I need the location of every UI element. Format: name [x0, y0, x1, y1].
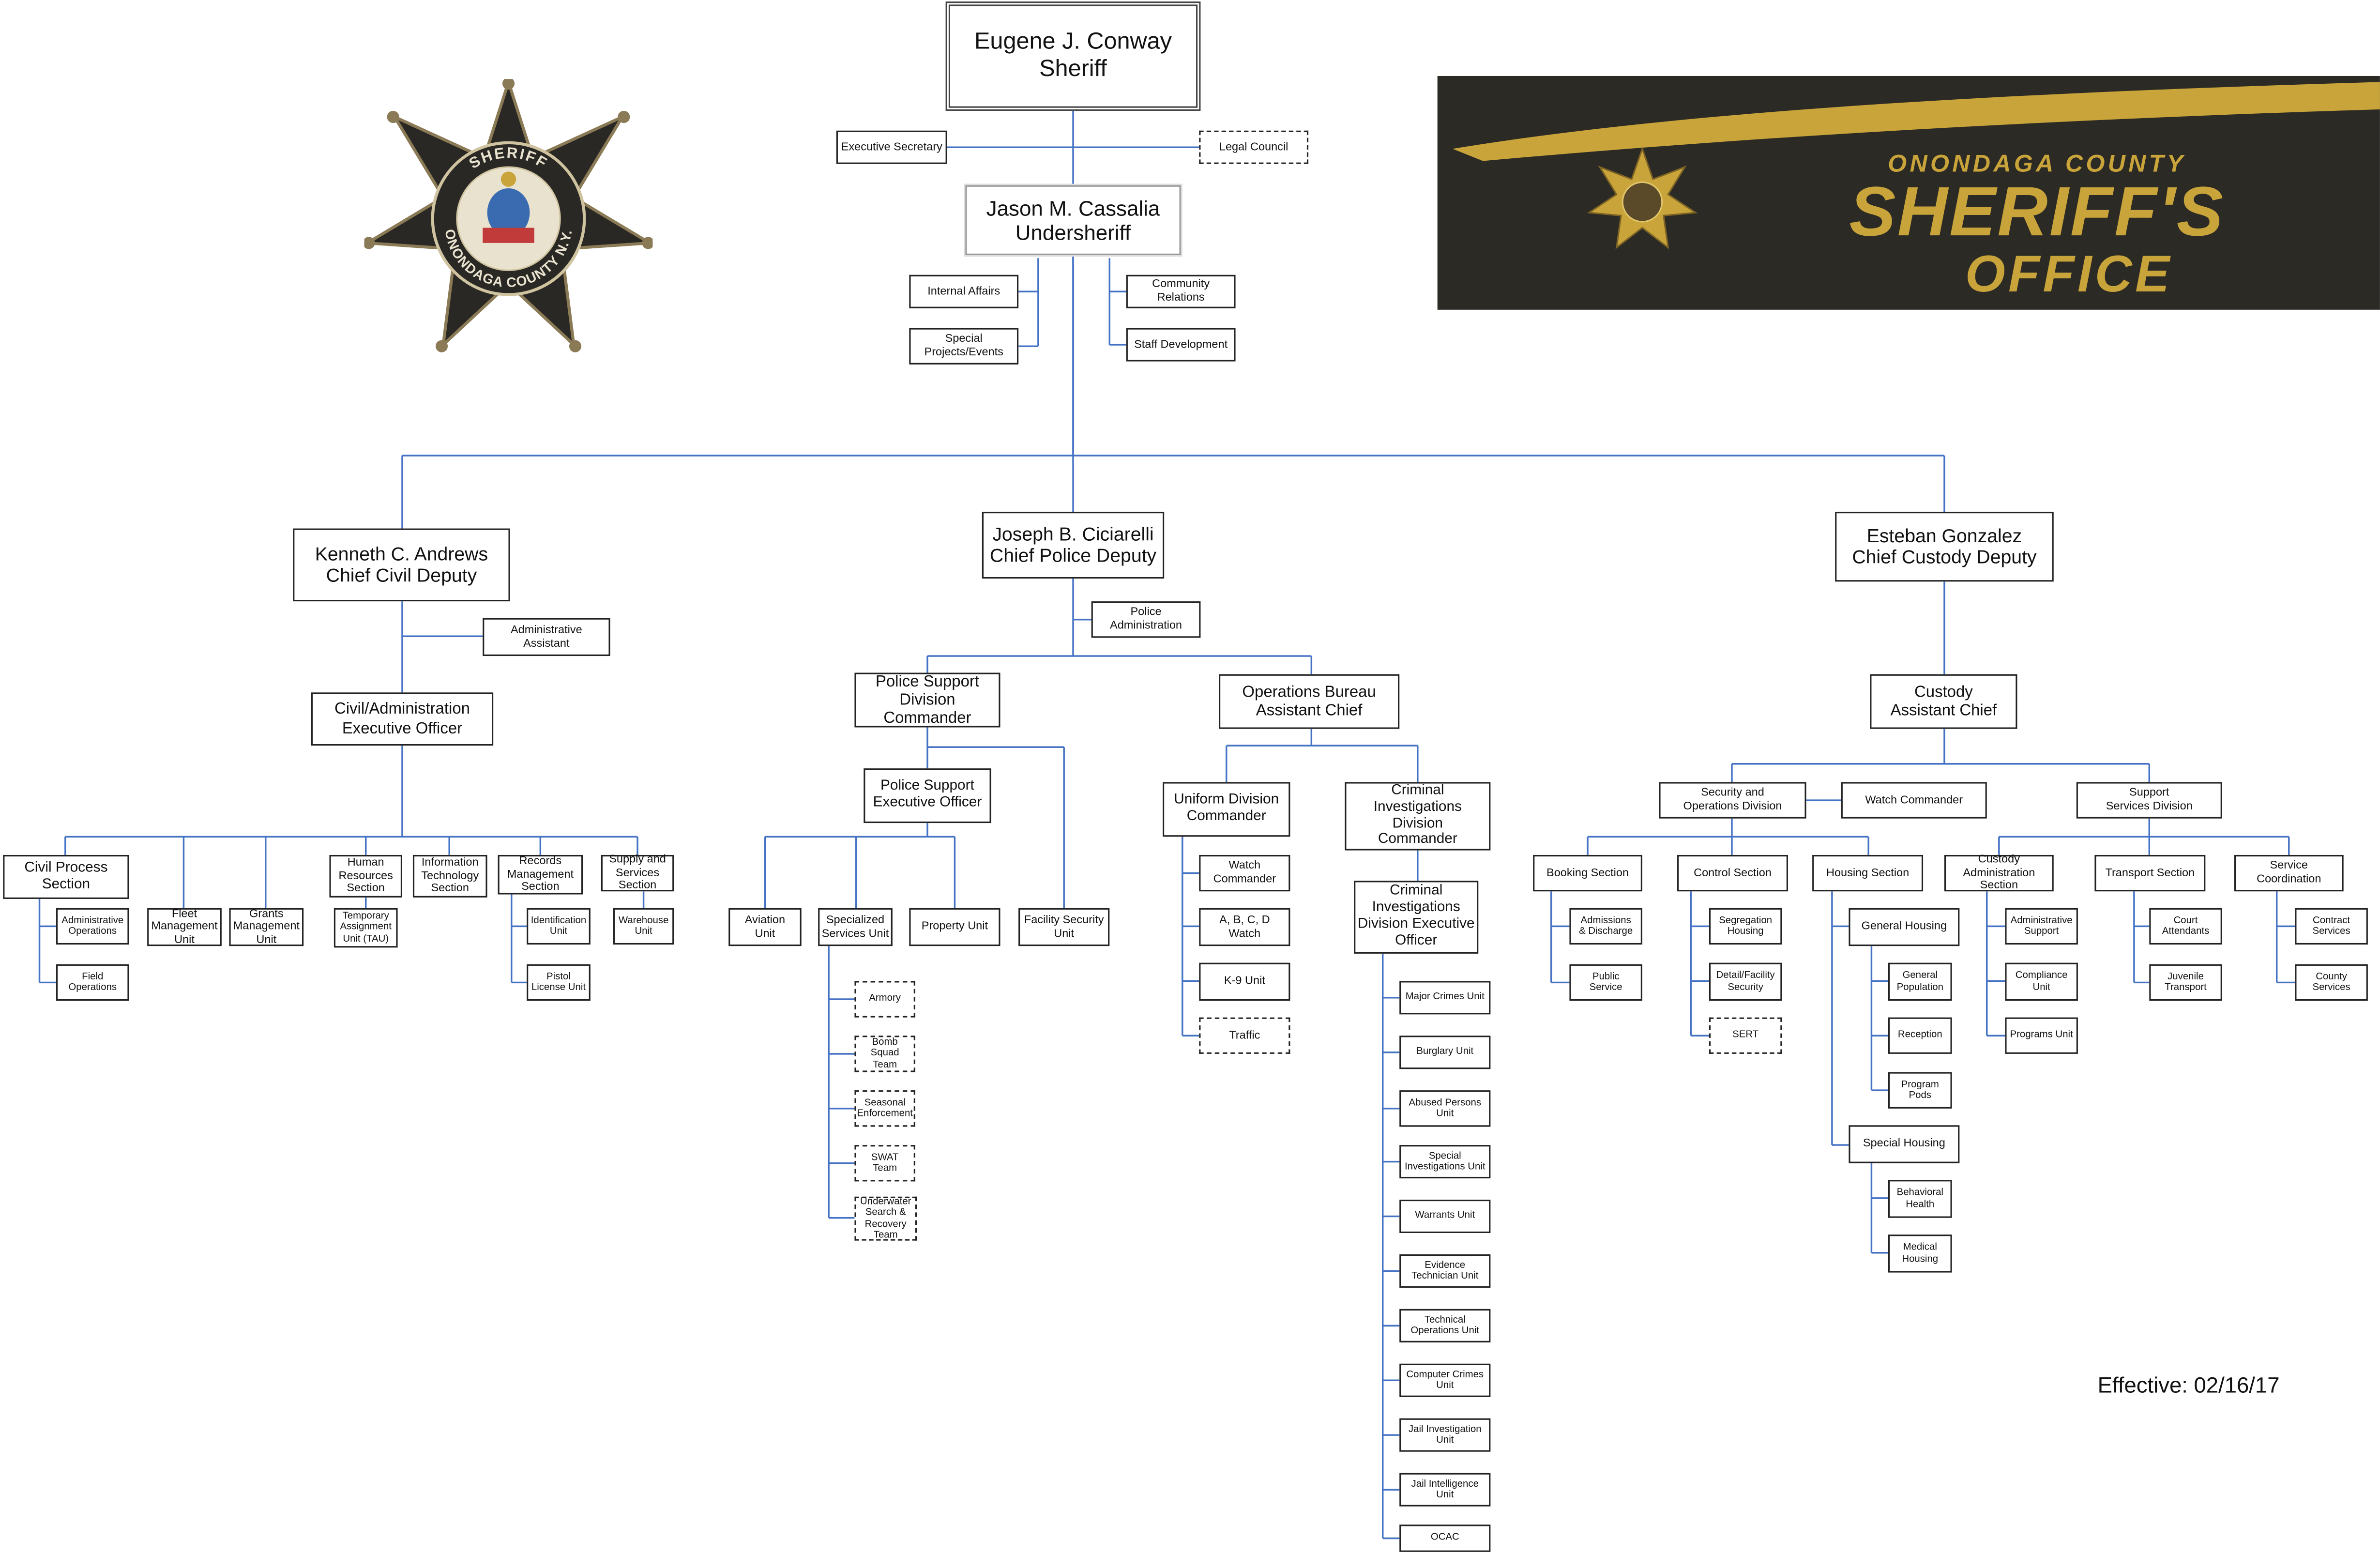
operations-bureau-box: Operations Bureau Assistant Chief	[1219, 674, 1400, 729]
banner-line2: SHERIFF'S	[1849, 172, 2225, 250]
underwater-search-box: Underwater Search & Recovery Team	[854, 1196, 917, 1241]
bomb-squad-box: Bomb Squad Team	[854, 1036, 915, 1072]
chief-custody-deputy-box: Esteban Gonzalez Chief Custody Deputy	[1835, 512, 2054, 582]
administrative-support-box: Administrative Support	[2005, 908, 2078, 945]
control-section-box: Control Section	[1677, 854, 1788, 892]
abcd-watch-box: A, B, C, D Watch	[1199, 908, 1290, 946]
administrative-operations-box: Administrative Operations	[56, 908, 129, 945]
programs-unit-box: Programs Unit	[2005, 1017, 2078, 1054]
major-crimes-unit-box: Major Crimes Unit	[1399, 981, 1491, 1015]
civil-process-section-box: Civil Process Section	[3, 854, 129, 899]
uniform-division-commander-box: Uniform Division Commander	[1163, 782, 1290, 837]
medical-housing-box: Medical Housing	[1888, 1235, 1952, 1273]
security-operations-division-box: Security and Operations Division	[1659, 782, 1806, 819]
chief-police-deputy-box: Joseph B. Ciciarelli Chief Police Deputy	[982, 512, 1165, 579]
supply-services-section-box: Supply and Services Section	[601, 852, 674, 892]
banner-line1: ONONDAGA COUNTY	[1888, 150, 2186, 177]
housing-section-box: Housing Section	[1812, 854, 1924, 892]
criminal-investigations-commander-box: Criminal Investigations Division Command…	[1345, 781, 1491, 851]
court-attendants-box: Court Attendants	[2149, 908, 2222, 945]
warehouse-unit-box: Warehouse Unit	[613, 908, 674, 945]
admissions-discharge-box: Admissions & Discharge	[1569, 908, 1642, 945]
behavioral-health-box: Behavioral Health	[1888, 1180, 1952, 1218]
jail-investigation-unit-box: Jail Investigation Unit	[1399, 1418, 1491, 1452]
sheriffs-office-banner: ONONDAGA COUNTY SHERIFF'S OFFICE	[1437, 76, 2380, 310]
undersheriff-box: Jason M. Cassalia Undersheriff	[965, 185, 1181, 255]
civil-executive-officer-box: Civil/Administration Executive Officer	[311, 692, 494, 746]
property-unit-box: Property Unit	[909, 908, 1001, 946]
legal-council-box: Legal Council	[1199, 130, 1309, 164]
records-management-section-box: Records Management Section	[498, 854, 583, 895]
public-service-box: Public Service	[1569, 964, 1642, 1001]
abused-persons-unit-box: Abused Persons Unit	[1399, 1090, 1491, 1127]
facility-security-unit-box: Facility Security Unit	[1018, 908, 1110, 946]
grants-management-unit-box: Grants Management Unit	[229, 906, 304, 946]
banner-line3: OFFICE	[1965, 244, 2173, 303]
custody-assistant-chief-box: Custody Assistant Chief	[1870, 674, 2017, 729]
traffic-box: Traffic	[1199, 1017, 1290, 1054]
sheriff-box: Eugene J. Conway Sheriff	[945, 1, 1201, 111]
temporary-assignment-unit-box: Temporary Assignment Unit (TAU)	[334, 908, 398, 948]
police-administration-box: Police Administration	[1091, 601, 1201, 638]
compliance-unit-box: Compliance Unit	[2005, 962, 2078, 1001]
special-housing-box: Special Housing	[1849, 1125, 1960, 1163]
program-pods-box: Program Pods	[1888, 1072, 1952, 1109]
transport-section-box: Transport Section	[2094, 854, 2206, 892]
specialized-services-unit-box: Specialized Services Unit	[818, 908, 893, 946]
watch-commander-uniform-box: Watch Commander	[1199, 854, 1290, 892]
sheriff-badge-logo: SHERIFF ONONDAGA COUNTY N.Y.	[364, 79, 653, 352]
general-housing-box: General Housing	[1849, 908, 1960, 946]
special-projects-box: Special Projects/Events	[909, 328, 1019, 365]
armory-box: Armory	[854, 981, 915, 1018]
watch-commander-custody-box: Watch Commander	[1841, 782, 1987, 819]
general-population-box: General Population	[1888, 962, 1952, 1001]
warrants-unit-box: Warrants Unit	[1399, 1199, 1491, 1234]
police-support-executive-box: Police Support Executive Officer	[864, 768, 991, 823]
evidence-technician-unit-box: Evidence Technician Unit	[1399, 1254, 1491, 1288]
pistol-license-unit-box: Pistol License Unit	[527, 964, 591, 1001]
custody-administration-section-box: Custody Administration Section	[1944, 852, 2054, 892]
k9-unit-box: K-9 Unit	[1199, 962, 1290, 1001]
internal-affairs-box: Internal Affairs	[909, 274, 1019, 308]
police-support-commander-box: Police Support Division Commander	[854, 672, 1001, 728]
reception-box: Reception	[1888, 1017, 1952, 1054]
human-resources-section-box: Human Resources Section	[329, 854, 402, 898]
fleet-management-unit-box: Fleet Management Unit	[147, 906, 222, 946]
sert-box: SERT	[1709, 1017, 1782, 1054]
seasonal-enforcement-box: Seasonal Enforcement	[854, 1090, 915, 1127]
detail-facility-security-box: Detail/Facility Security	[1709, 962, 1782, 1001]
field-operations-box: Field Operations	[56, 964, 129, 1001]
segregation-housing-box: Segregation Housing	[1709, 908, 1782, 945]
effective-date: Effective: 02/16/17	[2097, 1374, 2280, 1399]
computer-crimes-unit-box: Computer Crimes Unit	[1399, 1363, 1491, 1397]
chief-civil-deputy-box: Kenneth C. Andrews Chief Civil Deputy	[293, 528, 510, 602]
aviation-unit-box: Aviation Unit	[728, 908, 802, 946]
information-technology-section-box: Information Technology Section	[412, 854, 487, 898]
special-investigations-unit-box: Special Investigations Unit	[1399, 1145, 1491, 1179]
booking-section-box: Booking Section	[1533, 854, 1642, 892]
community-relations-box: Community Relations	[1126, 274, 1236, 308]
identification-unit-box: Identification Unit	[527, 908, 591, 945]
juvenile-transport-box: Juvenile Transport	[2149, 964, 2222, 1001]
burglary-unit-box: Burglary Unit	[1399, 1036, 1491, 1069]
swat-team-box: SWAT Team	[854, 1145, 915, 1182]
ocac-box: OCAC	[1399, 1525, 1491, 1552]
staff-development-box: Staff Development	[1126, 328, 1236, 362]
service-coordination-box: Service Coordination	[2234, 854, 2344, 892]
administrative-assistant-box: Administrative Assistant	[483, 618, 610, 656]
support-services-division-box: Support Services Division	[2076, 782, 2222, 819]
contract-services-box: Contract Services	[2295, 908, 2368, 945]
executive-secretary-box: Executive Secretary	[836, 130, 947, 164]
county-services-box: County Services	[2295, 964, 2368, 1001]
technical-operations-unit-box: Technical Operations Unit	[1399, 1309, 1491, 1342]
jail-intelligence-unit-box: Jail Intelligence Unit	[1399, 1473, 1491, 1507]
cid-executive-officer-box: Criminal Investigations Division Executi…	[1354, 881, 1479, 954]
